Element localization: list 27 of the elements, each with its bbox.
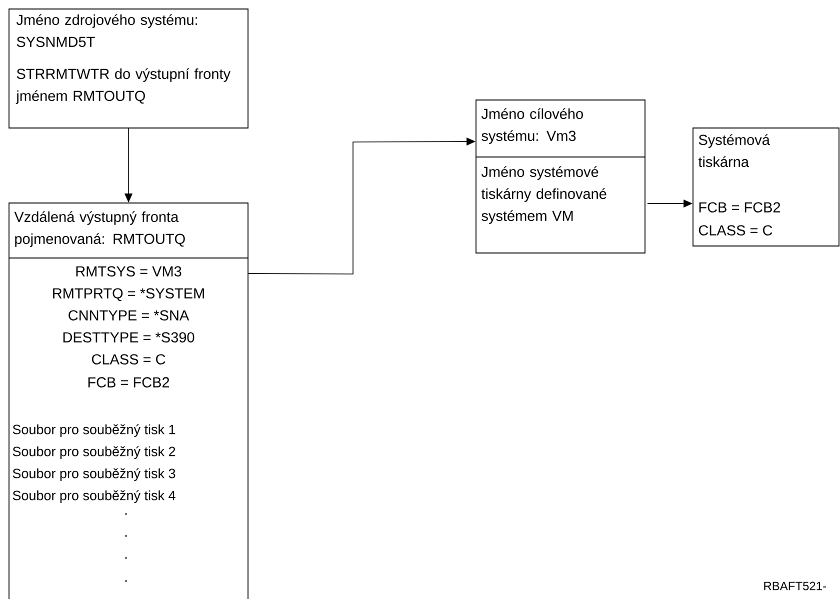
box-text: Systémová tiskárna <box>698 134 770 168</box>
box <box>476 100 646 254</box>
box <box>692 128 840 246</box>
parameter-text: RMTSYS = VM3 <box>76 266 182 276</box>
box-text: STRRMTWTR do výstupní fronty jménem RMTOUTQ <box>16 68 230 104</box>
box <box>8 202 248 599</box>
list-item: Soubor pro souběžný tisk 4 <box>12 490 176 503</box>
box-text: CLASS = C <box>698 225 772 236</box>
box-heading: Vzdálená výstupný fronta pojmenovaná: RMTOUTQ <box>14 211 185 247</box>
box <box>8 8 248 128</box>
parameter-text: DESTTYPE = *S390 <box>63 332 194 342</box>
ellipsis-dot: . <box>125 580 127 582</box>
figure-id: RBAFT521- <box>764 582 826 590</box>
ellipsis-dot: . <box>125 557 127 559</box>
parameter-text: CNNTYPE = *SNA <box>68 310 190 320</box>
list-item: Soubor pro souběžný tisk 1 <box>12 424 176 437</box>
ellipsis-dot: . <box>125 535 127 537</box>
list-item: Soubor pro souběžný tisk 3 <box>12 468 176 481</box>
box-text: Jméno zdrojového systému: SYSNMD5T <box>16 14 197 48</box>
box-heading: Jméno cílového systému: Vm3 <box>481 108 583 144</box>
list-item: Soubor pro souběžný tisk 2 <box>12 446 176 459</box>
box-text: FCB = FCB2 <box>699 202 780 212</box>
parameter-text: CLASS = C <box>92 354 166 364</box>
ellipsis-dot: . <box>125 513 127 515</box>
parameter-text: FCB = FCB2 <box>88 377 170 388</box>
parameter-text: RMTPRTQ = *SYSTEM <box>53 288 204 302</box>
box-text: Jméno systémové tiskárny definované systémem VM <box>481 166 606 224</box>
